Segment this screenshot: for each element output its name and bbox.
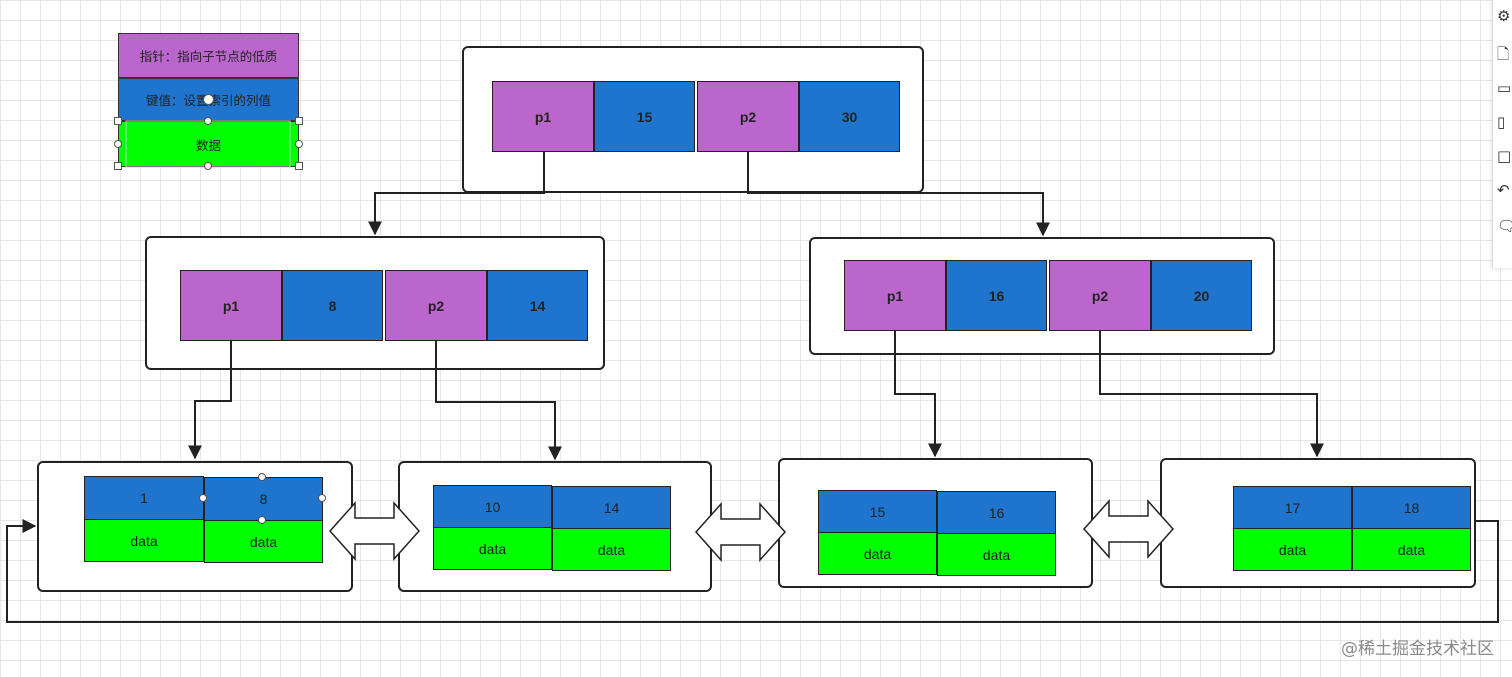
calendar-icon[interactable]: ▭ xyxy=(1497,79,1512,97)
connection-point-right[interactable] xyxy=(318,494,326,502)
undo-icon[interactable]: ↶ xyxy=(1497,181,1510,199)
root-pointer-p2[interactable]: p2 xyxy=(697,81,799,152)
connection-point-bottom[interactable] xyxy=(258,516,266,524)
leaf4-key-18[interactable]: 18 xyxy=(1352,486,1471,529)
comment-icon[interactable]: 🗨 xyxy=(1497,217,1512,235)
square-icon[interactable]: □ xyxy=(1497,147,1512,165)
internal-right-pointer-p1[interactable]: p1 xyxy=(844,260,946,331)
resize-handle-top-right[interactable] xyxy=(295,117,303,125)
leaf4-data-2[interactable]: data xyxy=(1352,528,1471,571)
internal-right-pointer-p2[interactable]: p2 xyxy=(1049,260,1151,331)
right-toolbar: ⚙ 🗋 ▭ ▯ □ ↶ 🗨 xyxy=(1492,0,1512,268)
resize-handle-top-left[interactable] xyxy=(114,117,122,125)
resize-handle-bottom-right[interactable] xyxy=(295,162,303,170)
leaf3-data-2[interactable]: data xyxy=(937,533,1056,576)
rotate-handle[interactable] xyxy=(203,94,214,105)
leaf1-data-1[interactable]: data xyxy=(84,519,204,562)
page-icon[interactable]: ▯ xyxy=(1497,113,1506,131)
leaf3-data-1[interactable]: data xyxy=(818,532,937,575)
connection-point-left[interactable] xyxy=(199,494,207,502)
resize-handle-top[interactable] xyxy=(204,117,212,125)
leaf3-key-15[interactable]: 15 xyxy=(818,490,937,533)
leaf1-key-8[interactable]: 8 xyxy=(204,477,323,521)
internal-left-pointer-p1[interactable]: p1 xyxy=(180,270,282,341)
resize-handle-right[interactable] xyxy=(295,140,303,148)
legend-data[interactable]: 数据 xyxy=(118,121,299,167)
resize-handle-left[interactable] xyxy=(114,140,122,148)
internal-left-key-8[interactable]: 8 xyxy=(282,270,383,341)
internal-left-pointer-p2[interactable]: p2 xyxy=(385,270,487,341)
resize-handle-bottom-left[interactable] xyxy=(114,162,122,170)
leaf4-key-17[interactable]: 17 xyxy=(1233,486,1352,529)
settings-icon[interactable]: ⚙ xyxy=(1497,7,1511,25)
root-key-15[interactable]: 15 xyxy=(594,81,695,152)
watermark: @稀土掘金技术社区 xyxy=(1341,639,1494,659)
connection-point-top[interactable] xyxy=(258,473,266,481)
legend-pointer[interactable]: 指针：指向子节点的低质 xyxy=(118,33,299,78)
internal-left-key-14[interactable]: 14 xyxy=(487,270,588,341)
leaf3-key-16[interactable]: 16 xyxy=(937,491,1056,534)
leaf1-key-1[interactable]: 1 xyxy=(84,476,204,520)
leaf2-key-14[interactable]: 14 xyxy=(552,486,671,529)
document-icon[interactable]: 🗋 xyxy=(1497,45,1510,63)
resize-handle-bottom[interactable] xyxy=(204,162,212,170)
root-key-30[interactable]: 30 xyxy=(799,81,900,152)
internal-right-key-16[interactable]: 16 xyxy=(946,260,1047,331)
leaf1-data-2[interactable]: data xyxy=(204,520,323,563)
leaf4-data-1[interactable]: data xyxy=(1233,528,1352,571)
root-pointer-p1[interactable]: p1 xyxy=(492,81,594,152)
leaf2-data-1[interactable]: data xyxy=(433,527,552,570)
leaf2-key-10[interactable]: 10 xyxy=(433,485,552,528)
internal-right-key-20[interactable]: 20 xyxy=(1151,260,1252,331)
leaf2-data-2[interactable]: data xyxy=(552,528,671,571)
